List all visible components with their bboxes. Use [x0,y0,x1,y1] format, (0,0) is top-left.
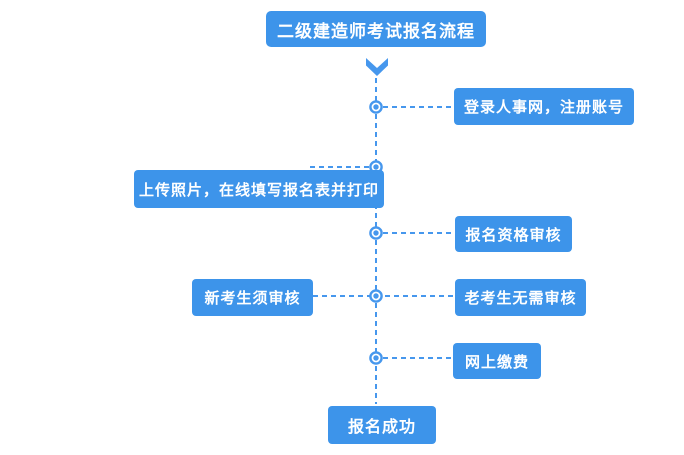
step-box-upload-photo: 上传照片，在线填写报名表并打印 [134,170,384,208]
step-box-new-examinee: 新考生须审核 [192,279,313,316]
step-node-icon [369,289,383,303]
step-node-icon [369,351,383,365]
flow-end-success: 报名成功 [328,406,436,444]
step-node-icon [369,226,383,240]
step-box-online-payment: 网上缴费 [453,343,541,379]
chevron-down-icon [366,58,388,76]
step-node-icon [369,160,383,174]
step-box-login: 登录人事网，注册账号 [454,88,634,125]
step-node-icon [369,100,383,114]
flow-title: 二级建造师考试报名流程 [266,11,486,47]
step-box-qualification-review: 报名资格审核 [455,216,572,252]
step-box-old-examinee: 老考生无需审核 [455,279,586,316]
